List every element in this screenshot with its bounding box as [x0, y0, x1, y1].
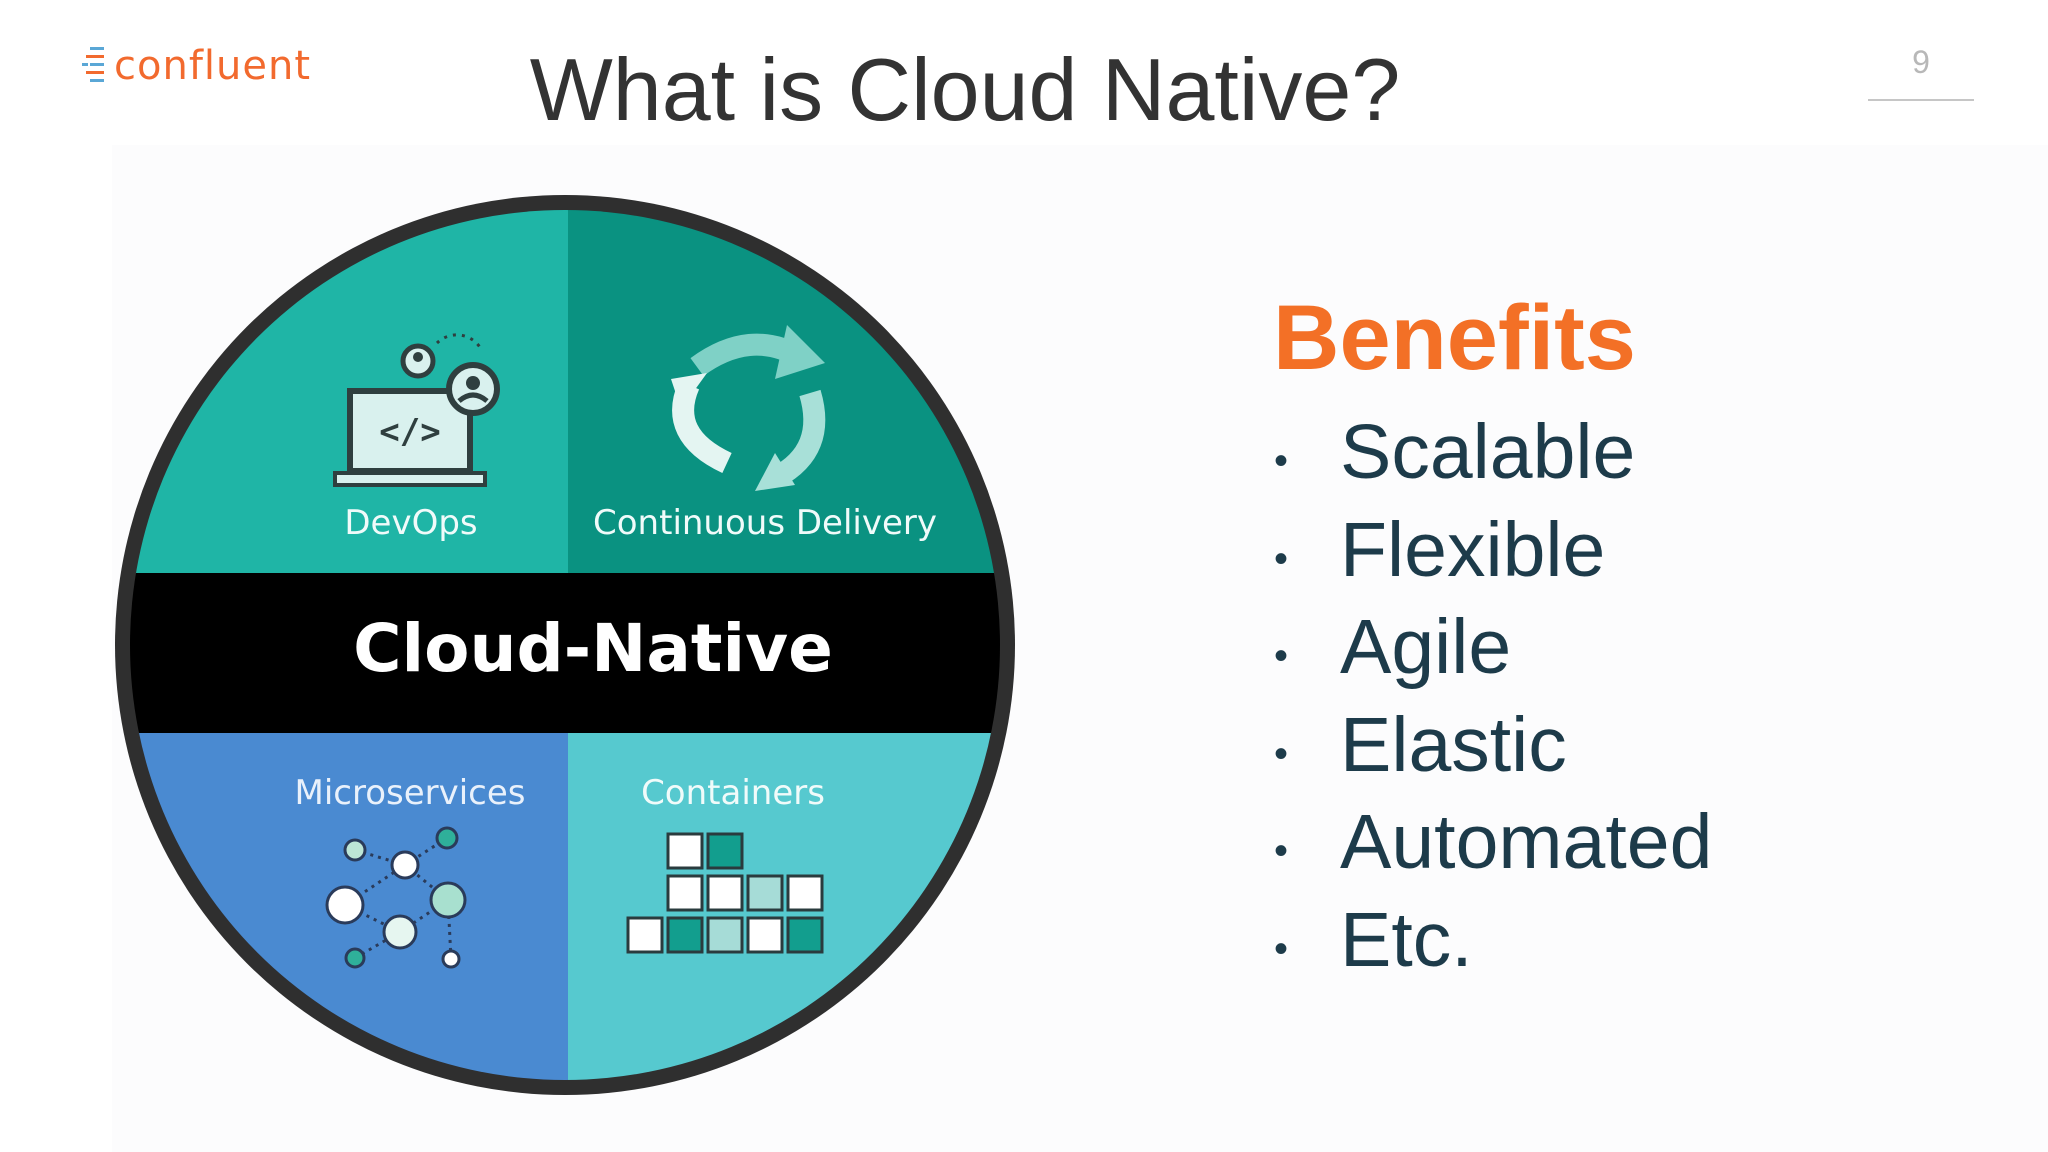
logo-wordmark: confluent: [114, 43, 312, 89]
bullet-marker: •: [1274, 731, 1289, 776]
network-nodes-icon: [325, 826, 467, 969]
benefit-text: Scalable: [1340, 409, 1636, 495]
confluent-logo-icon: [82, 47, 104, 82]
benefit-item: • Scalable: [1270, 404, 1712, 502]
bullet-marker: •: [1274, 829, 1289, 874]
benefit-text: Etc.: [1340, 896, 1473, 983]
slide-title: What is Cloud Native?: [529, 40, 1401, 139]
benefits-list: • Scalable • Flexible • Agile • Elastic • Aut…: [1270, 404, 1712, 990]
benefit-text: Flexible: [1340, 506, 1606, 593]
benefit-item: • Automated: [1270, 794, 1712, 892]
containers-stack-icon: [626, 832, 824, 954]
benefit-item: • Flexible: [1270, 502, 1712, 600]
benefit-item: • Etc.: [1270, 892, 1712, 990]
page-number: 9: [1912, 44, 1930, 80]
page-number-underline: [1868, 99, 1974, 101]
benefits-heading: Benefits: [1273, 287, 1636, 389]
benefit-item: • Agile: [1270, 599, 1712, 697]
devops-laptop-icon: </>: [333, 333, 500, 487]
cycle-arrows-icon: [671, 325, 826, 491]
benefit-text: Elastic: [1340, 701, 1567, 788]
benefit-item: • Elastic: [1270, 697, 1712, 795]
center-label: Cloud-Native: [353, 610, 833, 687]
bullet-marker: •: [1274, 634, 1289, 679]
quadrant-label-microservices: Microservices: [294, 773, 525, 813]
bullet-marker: •: [1274, 926, 1289, 971]
cloud-native-diagram: </> DevOps Continuous Delivery Cloud-Nat…: [115, 195, 1015, 1095]
benefit-text: Agile: [1340, 604, 1512, 691]
bullet-marker: •: [1274, 439, 1289, 483]
quadrant-label-containers: Containers: [641, 773, 825, 813]
bullet-marker: •: [1274, 536, 1289, 581]
benefit-text: Automated: [1340, 799, 1713, 886]
confluent-logo: confluent: [80, 42, 311, 90]
quadrant-devops: [130, 210, 568, 573]
quadrant-label-devops: DevOps: [344, 503, 477, 543]
quadrant-label-continuous-delivery: Continuous Delivery: [593, 503, 937, 543]
cloud-native-band: [130, 573, 1000, 733]
svg-text:</>: </>: [379, 412, 440, 452]
